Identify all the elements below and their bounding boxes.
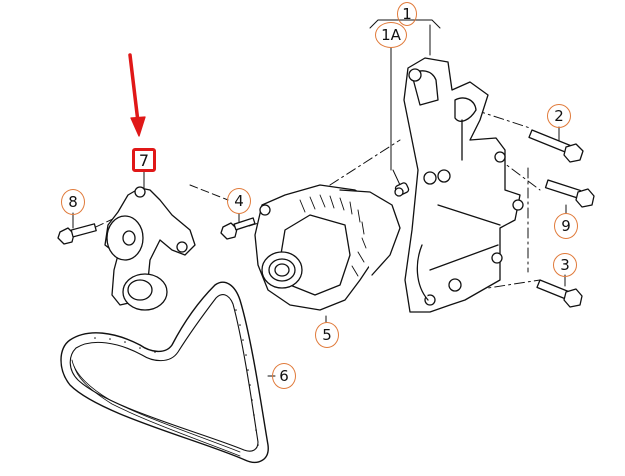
callout-6: 6 bbox=[272, 363, 296, 389]
red-arrow-icon bbox=[128, 53, 146, 137]
ribbed-belt bbox=[60, 281, 269, 463]
callout-5: 5 bbox=[315, 322, 339, 348]
accessory-bracket bbox=[403, 57, 524, 313]
dowel-sleeve bbox=[394, 182, 410, 197]
callout-8: 8 bbox=[61, 189, 85, 215]
alternator bbox=[254, 184, 401, 311]
bolt-4 bbox=[220, 217, 256, 240]
callout-2: 2 bbox=[547, 104, 571, 128]
bolt-3 bbox=[536, 279, 583, 308]
bolts bbox=[57, 129, 595, 308]
belt-dots bbox=[94, 309, 259, 446]
callout-9: 9 bbox=[554, 213, 578, 239]
callout-4: 4 bbox=[227, 188, 251, 214]
callout-1a: 1A bbox=[375, 22, 407, 48]
bolt-2 bbox=[528, 129, 584, 163]
callout-3: 3 bbox=[553, 253, 577, 277]
callout-1: 1 bbox=[397, 2, 417, 26]
callout-7-highlighted: 7 bbox=[132, 148, 156, 172]
bolt-9 bbox=[544, 179, 595, 208]
belt-tensioner bbox=[104, 186, 196, 311]
bolt-8 bbox=[57, 223, 97, 245]
